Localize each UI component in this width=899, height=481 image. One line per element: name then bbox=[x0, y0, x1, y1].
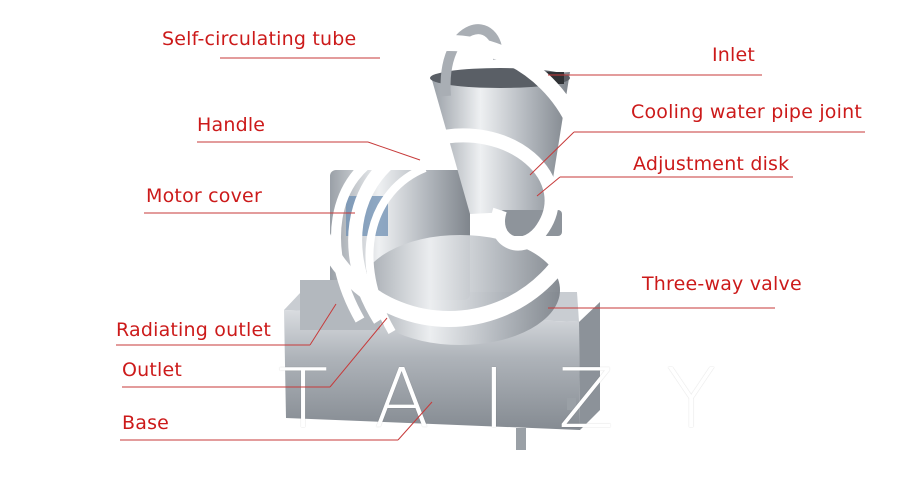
leader-base-d bbox=[397, 401, 433, 441]
label-outlet: Outlet bbox=[122, 359, 183, 381]
label-radiating-outlet: Radiating outlet bbox=[116, 319, 272, 341]
label-handle: Handle bbox=[197, 114, 266, 136]
watermark-text: TAIZY bbox=[278, 352, 769, 447]
label-base: Base bbox=[122, 412, 170, 434]
leader-radiating-d bbox=[309, 303, 337, 346]
leader-adjust-d bbox=[536, 176, 561, 197]
leader-cooling-d bbox=[529, 131, 575, 176]
swirl-logo-icon bbox=[303, 35, 595, 335]
label-cooling-water-pipe-joint: Cooling water pipe joint bbox=[631, 101, 862, 123]
label-inlet: Inlet bbox=[712, 44, 756, 66]
label-adjustment-disk: Adjustment disk bbox=[633, 153, 790, 175]
label-self-circulating-tube: Self-circulating tube bbox=[162, 28, 357, 50]
leader-handle-d bbox=[367, 141, 421, 161]
label-motor-cover: Motor cover bbox=[146, 185, 262, 207]
label-three-way-valve: Three-way valve bbox=[642, 273, 802, 295]
leader-outlet-d bbox=[329, 317, 388, 388]
